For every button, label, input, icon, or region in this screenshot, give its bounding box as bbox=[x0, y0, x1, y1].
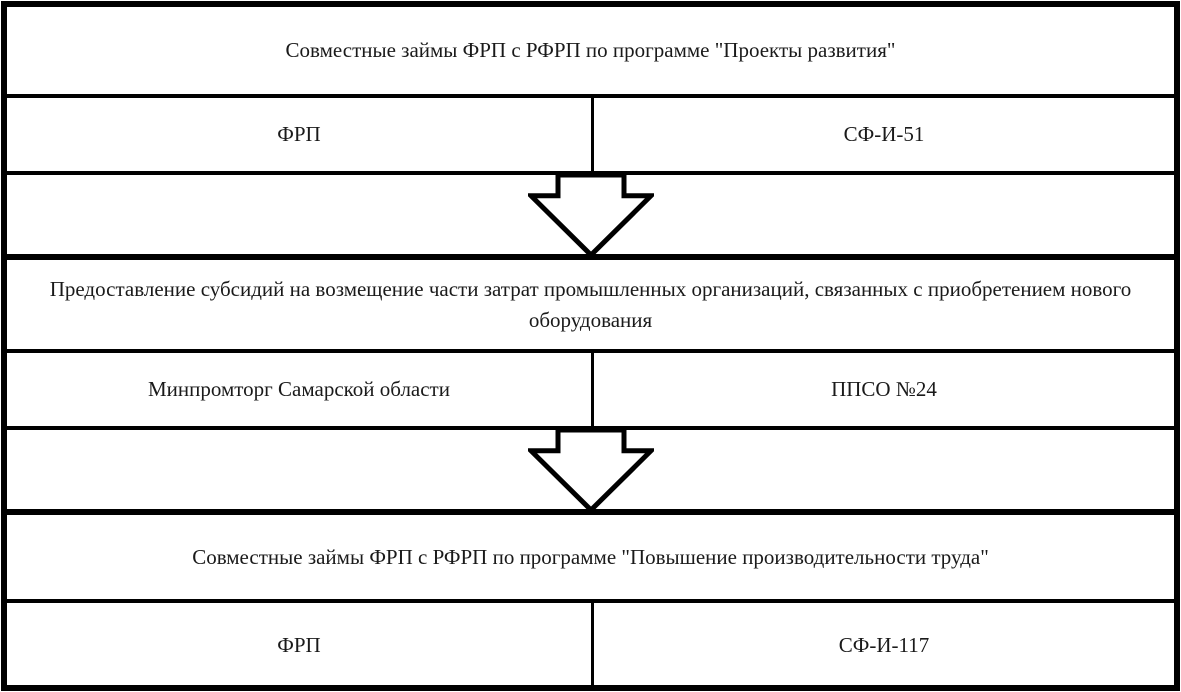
block1-details-row: ФРП СФ-И-51 bbox=[7, 98, 1174, 175]
block1-operator-cell: ФРП bbox=[7, 98, 594, 171]
block3-title: Совместные займы ФРП с РФРП по программе… bbox=[192, 544, 989, 569]
down-arrow-icon bbox=[527, 175, 654, 258]
block2-title: Предоставление субсидий на возмещение ча… bbox=[49, 276, 1132, 332]
block2-details-row: Минпромторг Самарской области ППСО №24 bbox=[7, 353, 1174, 430]
block3-details-row: ФРП СФ-И-117 bbox=[7, 603, 1174, 687]
block1-title: Совместные займы ФРП с РФРП по программе… bbox=[285, 38, 896, 62]
flow-arrow-band-2 bbox=[7, 430, 1174, 515]
block3-operator-cell: ФРП bbox=[7, 603, 594, 687]
block2-code-cell: ППСО №24 bbox=[831, 377, 937, 401]
block2-operator-cell: Минпромторг Самарской области bbox=[7, 353, 594, 426]
block1-title-row: Совместные займы ФРП с РФРП по программе… bbox=[7, 7, 1174, 98]
block3-code-cell: СФ-И-117 bbox=[838, 632, 930, 657]
block1-code-cell: СФ-И-51 bbox=[843, 122, 925, 146]
block3-title-row: Совместные займы ФРП с РФРП по программе… bbox=[7, 515, 1174, 603]
down-arrow-icon bbox=[527, 430, 654, 513]
flow-arrow-band-1 bbox=[7, 175, 1174, 260]
block2-title-row: Предоставление субсидий на возмещение ча… bbox=[7, 260, 1174, 353]
